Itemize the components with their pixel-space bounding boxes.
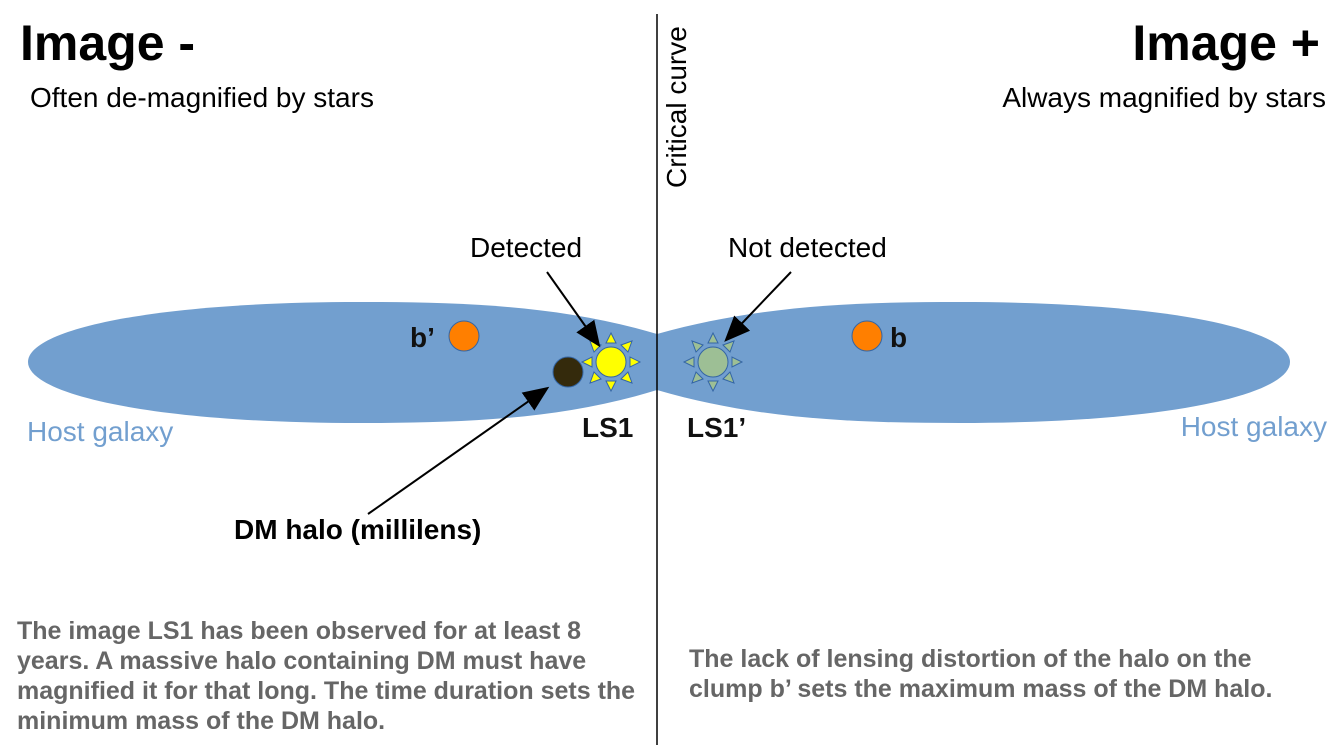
right-note: The lack of lensing distortion of the ha…	[689, 645, 1273, 703]
clump-b-label: b	[890, 322, 908, 353]
critical-curve-label: Critical curve	[661, 26, 692, 188]
ls1-label: LS1	[582, 412, 634, 443]
detected-label: Detected	[470, 232, 583, 263]
host-galaxy-left	[28, 302, 657, 423]
left-subtitle: Often de-magnified by stars	[30, 82, 374, 113]
left-note: The image LS1 has been observed for at l…	[17, 617, 636, 735]
host-galaxy-right-label: Host galaxy	[1180, 411, 1327, 442]
clump-b-prime-label: b’	[410, 322, 435, 353]
clump-b-prime	[448, 320, 480, 352]
detected-star-icon	[580, 331, 642, 393]
dm-halo	[552, 356, 584, 388]
dm-halo-label: DM halo (millilens)	[234, 514, 482, 545]
host-galaxy-right	[657, 302, 1290, 423]
clump-b	[851, 320, 883, 352]
ls1-prime-label: LS1’	[687, 412, 747, 443]
dm-halo-arrow	[367, 386, 550, 515]
host-galaxy-left-label: Host galaxy	[27, 416, 174, 447]
right-title: Image +	[1132, 15, 1320, 71]
left-title: Image -	[20, 15, 196, 71]
not-detected-arrow	[724, 271, 792, 342]
not-detected-label: Not detected	[728, 232, 887, 263]
right-subtitle: Always magnified by stars	[1002, 82, 1326, 113]
undetected-star-icon	[682, 331, 744, 393]
detected-arrow	[546, 271, 601, 348]
